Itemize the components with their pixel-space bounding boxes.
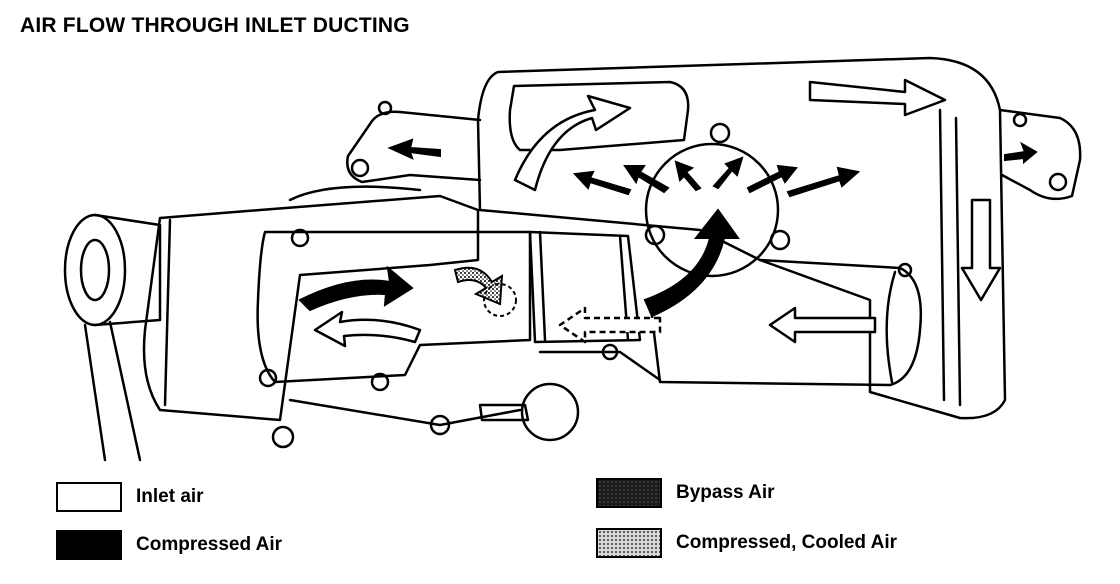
compressed-arrow-up — [643, 208, 740, 318]
legend-item-inlet-air: Inlet air — [56, 482, 204, 512]
legend-swatch-bypass-air — [596, 478, 662, 508]
spread-arrow-1 — [572, 170, 632, 196]
compressed-arrow-right-outlet — [1004, 141, 1038, 165]
duct-clamp — [528, 230, 642, 344]
legend-swatch-compressed-air — [56, 530, 122, 560]
inlet-arrow-top-right — [808, 78, 947, 117]
spread-arrow-4 — [712, 156, 744, 190]
inlet-arrow-lower — [313, 310, 422, 348]
bypass-actuator — [520, 382, 580, 442]
compressed-arrow-left-outlet — [387, 138, 441, 160]
legend-label: Compressed, Cooled Air — [676, 532, 898, 553]
supercharger-body — [142, 194, 480, 422]
compressed-arrow-duct — [298, 265, 414, 312]
lower-tube — [648, 258, 922, 387]
intercooler-window — [508, 80, 690, 152]
legend-label: Inlet air — [136, 486, 204, 507]
inlet-arrow-upper — [513, 94, 632, 192]
spread-arrow-6 — [786, 166, 861, 198]
spread-arrow-2 — [623, 165, 670, 194]
inlet-duct — [256, 230, 532, 384]
spread-arrow-3 — [674, 160, 702, 192]
bypass-housing — [644, 142, 780, 278]
cooled-arrow — [453, 266, 504, 306]
legend-item-compressed-cooled-air: Compressed, Cooled Air — [596, 528, 897, 558]
spread-arrow-5 — [746, 164, 798, 194]
legend-item-bypass-air: Bypass Air — [596, 478, 775, 508]
pulley — [63, 213, 127, 327]
legend-label: Compressed Air — [136, 534, 283, 555]
legend-swatch-inlet-air — [56, 482, 122, 512]
legend-label: Bypass Air — [676, 482, 775, 503]
inlet-arrow-down-right — [960, 198, 1002, 302]
legend-item-compressed-air: Compressed Air — [56, 530, 282, 560]
diagram-title: AIR FLOW THROUGH INLET DUCTING — [20, 14, 410, 37]
legend-swatch-compressed-cooled-air — [596, 528, 662, 558]
intercooler-housing — [476, 56, 1007, 420]
right-outlet-flange — [998, 108, 1082, 201]
inlet-arrow-left — [768, 306, 877, 344]
inlet-ducting-diagram — [63, 56, 1082, 462]
bypass-arrow-dashed — [558, 306, 662, 344]
